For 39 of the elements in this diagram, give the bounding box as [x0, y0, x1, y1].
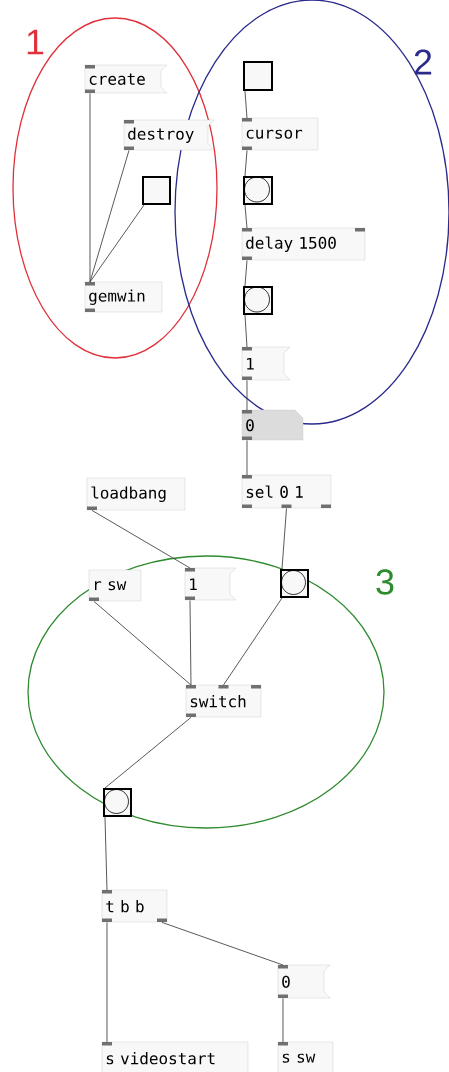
- message-box: create: [84, 64, 168, 94]
- toggle-box: [142, 176, 171, 205]
- patch-cord: [161, 921, 284, 966]
- patch-cord: [246, 379, 248, 411]
- patch-cord: [89, 204, 145, 283]
- patch-cord: [246, 439, 248, 476]
- patch-cord: [91, 509, 191, 569]
- message-box: 1: [184, 567, 237, 601]
- patch-cord: [282, 997, 284, 1043]
- patch-cord: [223, 597, 283, 686]
- patch-cord: [189, 599, 192, 686]
- number-box: 0: [241, 409, 304, 441]
- patch-cord: [104, 716, 192, 789]
- object-box: gemwin: [84, 281, 163, 313]
- bang-button: [243, 286, 273, 315]
- patch-cord: [281, 507, 287, 570]
- object-box: delay 1500: [241, 227, 366, 261]
- object-box: sel 0 1: [241, 474, 332, 509]
- patch-cord: [244, 90, 248, 119]
- patch-cord: [244, 149, 248, 177]
- object-box: switch: [185, 684, 262, 718]
- message-box: 0: [277, 964, 331, 999]
- patch-cord: [106, 921, 108, 1043]
- message-box: destroy: [123, 119, 215, 151]
- patch-cord: [244, 259, 248, 287]
- object-box: t b b: [101, 889, 168, 923]
- object-box: loadbang: [86, 477, 186, 511]
- message-box: 1: [241, 346, 291, 381]
- patch-cord: [89, 92, 91, 283]
- toggle-box: [243, 61, 273, 91]
- bang-button: [243, 176, 273, 205]
- patch-cord: [244, 204, 248, 229]
- object-box: cursor: [241, 117, 319, 151]
- object-box: s sw: [277, 1041, 334, 1072]
- patch-cord: [89, 149, 130, 283]
- patch-cord: [104, 816, 108, 891]
- object-box: s videostart: [101, 1041, 249, 1072]
- patch-cord: [244, 314, 248, 348]
- patch-cord: [93, 600, 192, 686]
